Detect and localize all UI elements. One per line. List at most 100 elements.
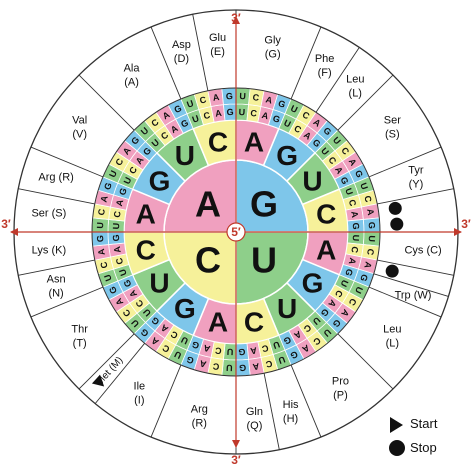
ring3-outer-letter: U: [322, 327, 334, 339]
ring3-inner-letter: U: [150, 137, 162, 149]
ring3-outer-letter: A: [265, 94, 274, 105]
amino-acid-name: Lys (K): [32, 244, 66, 256]
ring3-outer-letter: U: [289, 103, 299, 115]
ring3-inner-letter: G: [319, 307, 331, 319]
amino-acid-divider: [263, 373, 280, 450]
amino-acid-name: Cys (C): [404, 244, 441, 256]
amino-acid-name: Leu: [346, 74, 364, 86]
ring3-outer-letter: A: [252, 361, 260, 372]
amino-acid-divider: [78, 74, 135, 131]
ring3-outer-letter: G: [353, 169, 365, 180]
legend: Start Stop: [388, 413, 468, 463]
axis-arrow-left: [10, 228, 18, 236]
ring3-outer-letter: U: [226, 363, 233, 373]
amino-acid-divider: [150, 364, 182, 438]
ring3-inner-letter: G: [191, 339, 201, 351]
ring3-outer-letter: G: [95, 235, 105, 242]
stop-dot-icon: [388, 201, 402, 215]
ring3-outer-letter: A: [113, 296, 125, 307]
ring3-outer-letter: G: [139, 327, 151, 339]
ring3-inner-letter: G: [338, 175, 350, 186]
ring3-outer-letter: G: [129, 135, 141, 147]
ring3-outer-letter: U: [367, 235, 377, 242]
ring3-outer-letter: C: [264, 358, 273, 369]
ring1-letter-C: C: [195, 240, 221, 281]
ring2-letter: G: [302, 268, 324, 299]
ring3-outer-letter: U: [107, 169, 119, 179]
amino-acid-name: Thr: [71, 323, 88, 335]
ring3-inner-letter: U: [272, 339, 281, 351]
amino-acid-divider: [94, 343, 145, 404]
ring3-inner-letter: C: [292, 123, 303, 135]
amino-acid-name: Ser (S): [31, 208, 66, 220]
amino-acid-abbr: (F): [318, 67, 332, 79]
start-triangle-icon: [91, 374, 105, 387]
amino-acid-name: Ala: [124, 63, 141, 75]
amino-acid-divider: [315, 47, 360, 113]
ring3-outer-letter: A: [161, 109, 172, 121]
ring3-inner-letter: G: [343, 267, 355, 277]
ring3-inner-letter: C: [214, 345, 222, 356]
ring3-outer-letter: C: [346, 297, 358, 308]
ring3-outer-letter: U: [173, 349, 183, 361]
axis-label-top: 3′: [231, 11, 241, 25]
ring3-outer-letter: A: [300, 343, 311, 355]
ring3-outer-letter: U: [95, 222, 105, 229]
ring1-letter-A: A: [195, 183, 221, 224]
amino-acid-divider: [18, 259, 95, 276]
ring2-letter: C: [244, 307, 264, 338]
ring2-letter: G: [149, 165, 171, 196]
legend-start-label: Start: [410, 416, 438, 431]
ring3-inner-letter: C: [349, 246, 360, 254]
amino-acid-abbr: (N): [48, 288, 63, 300]
amino-acid-abbr: (V): [72, 129, 87, 141]
ring3-inner-letter: A: [214, 108, 222, 119]
center-marker: [226, 222, 246, 242]
ring3-inner-letter: U: [122, 176, 134, 186]
ring3-outer-letter: U: [277, 354, 286, 366]
amino-acid-abbr: (S): [385, 129, 400, 141]
ring3-inner-letter: U: [117, 268, 129, 277]
amino-acid-name: Asp: [172, 39, 191, 51]
amino-acid-divider: [290, 364, 322, 438]
amino-acid-abbr: (G): [265, 49, 281, 61]
amino-acid-name: Ser: [384, 115, 401, 127]
ring3-outer-letter: A: [365, 208, 376, 216]
amino-acid-name: Gly: [264, 35, 281, 47]
ring3-inner-letter: A: [249, 345, 257, 356]
amino-acid-name: Glu: [209, 32, 226, 44]
center-label: 5′: [231, 225, 241, 239]
ring3-inner-letter: G: [179, 118, 190, 130]
amino-acid-abbr: (I): [134, 394, 144, 406]
ring3-inner-letter: A: [333, 165, 345, 176]
ring3-outer-letter: C: [252, 92, 260, 103]
ring3-inner-letter: C: [347, 198, 358, 207]
ring3-inner-letter: A: [169, 123, 180, 135]
ring3-outer-letter: C: [212, 361, 220, 372]
ring2-letter: U: [277, 293, 297, 324]
ring3-inner-letter: G: [238, 347, 245, 357]
amino-acid-name: Asn: [47, 274, 66, 286]
axis-arrow-top: [232, 16, 240, 24]
axes: 3′3′3′3′5′: [1, 11, 471, 467]
ring3-outer-letter: G: [367, 222, 377, 229]
amino-acid-divider: [192, 14, 209, 91]
ring3-inner-letter: A: [261, 110, 270, 121]
start-triangle-icon: [390, 417, 403, 433]
amino-acid-divider: [337, 74, 394, 131]
ring3-outer-letter: C: [160, 342, 171, 354]
ring3-outer-letter: A: [98, 194, 109, 203]
ring3-outer-letter: C: [121, 307, 133, 319]
ring3-outer-letter: C: [365, 248, 376, 256]
ring3-outer-letter: C: [96, 208, 107, 216]
ring3-inner-letter: U: [351, 234, 361, 241]
amino-acid-divider: [150, 26, 182, 100]
axis-arrow-bottom: [232, 440, 240, 448]
amino-acid-divider: [30, 146, 104, 178]
amino-acid-abbr: (L): [386, 337, 399, 349]
ring3-inner-letter: U: [227, 347, 234, 357]
ring3-outer-letter: C: [339, 145, 351, 157]
amino-acid-name: His: [283, 399, 299, 411]
ring3-outer-letter: C: [98, 260, 109, 269]
amino-acid-name: Arg: [191, 403, 208, 415]
